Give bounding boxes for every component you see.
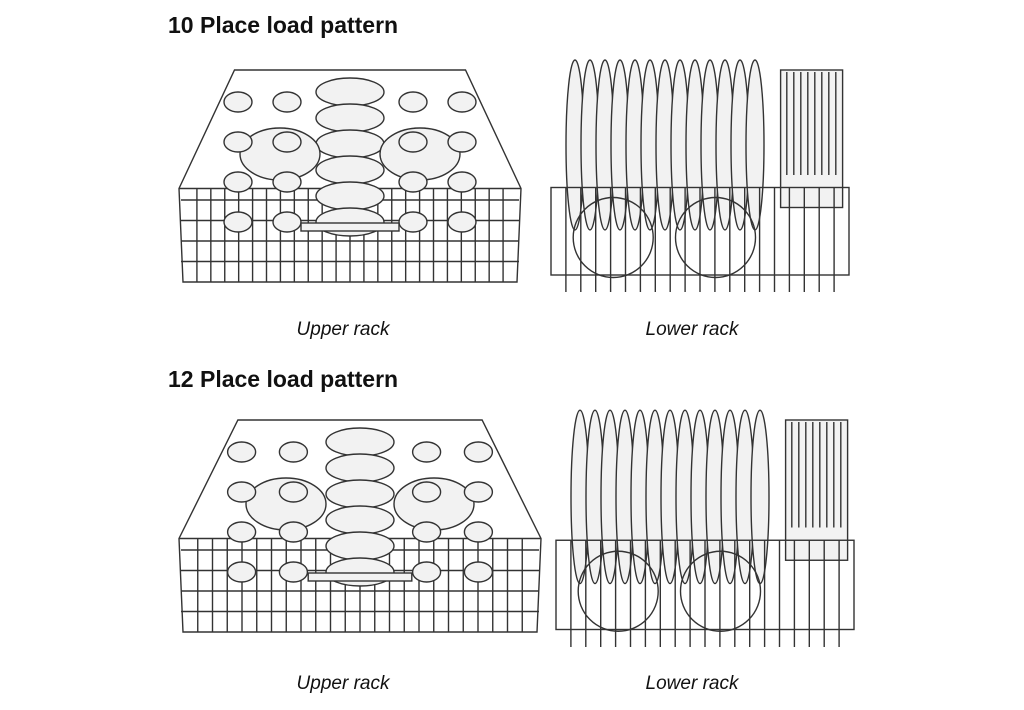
cup bbox=[463, 521, 494, 543]
bowl bbox=[315, 77, 385, 107]
bowl bbox=[325, 479, 395, 509]
cup bbox=[411, 481, 442, 503]
cup bbox=[398, 211, 428, 233]
rack-loop bbox=[674, 196, 757, 279]
cup bbox=[278, 481, 309, 503]
cup bbox=[447, 171, 477, 193]
cup bbox=[398, 131, 428, 153]
cup bbox=[223, 91, 253, 113]
lower-rack-caption-10: Lower rack bbox=[645, 319, 739, 340]
cup bbox=[411, 561, 442, 583]
cup bbox=[463, 561, 494, 583]
upper-rack-caption-10: Upper rack bbox=[296, 319, 390, 340]
bowl bbox=[325, 427, 395, 457]
cup bbox=[226, 481, 257, 503]
cup bbox=[463, 481, 494, 503]
rack-loop bbox=[577, 550, 659, 632]
cup bbox=[411, 521, 442, 543]
section-title-12-place: 12 Place load pattern bbox=[168, 366, 399, 392]
cup bbox=[398, 171, 428, 193]
cup bbox=[447, 91, 477, 113]
rack-loop bbox=[679, 550, 762, 632]
rack-handle bbox=[307, 572, 413, 582]
bowl bbox=[325, 531, 395, 561]
cutlery-basket bbox=[784, 419, 849, 561]
plate bbox=[750, 409, 770, 585]
cup bbox=[272, 91, 302, 113]
rack-handle bbox=[300, 222, 400, 232]
cup bbox=[223, 171, 253, 193]
cup bbox=[223, 131, 253, 153]
cup bbox=[226, 441, 257, 463]
cup bbox=[278, 441, 309, 463]
cup bbox=[398, 91, 428, 113]
cup bbox=[447, 211, 477, 233]
upper-rack-10-illustration bbox=[178, 69, 522, 283]
cup bbox=[226, 561, 257, 583]
bowl bbox=[315, 129, 385, 159]
lower-rack-caption-12: Lower rack bbox=[645, 673, 739, 694]
upper-rack-12-illustration bbox=[178, 419, 542, 633]
bowl bbox=[325, 557, 395, 587]
bowl bbox=[315, 103, 385, 133]
rack-loop bbox=[572, 196, 654, 279]
bowl bbox=[325, 453, 395, 483]
bowl bbox=[325, 505, 395, 535]
cup bbox=[278, 561, 309, 583]
cup bbox=[463, 441, 494, 463]
cup bbox=[272, 171, 302, 193]
lower-rack-10-illustration bbox=[550, 59, 850, 292]
cup bbox=[447, 131, 477, 153]
cup bbox=[278, 521, 309, 543]
bowl bbox=[315, 155, 385, 185]
cup bbox=[226, 521, 257, 543]
cup bbox=[272, 131, 302, 153]
cutlery-basket bbox=[779, 69, 844, 209]
cup bbox=[272, 211, 302, 233]
plate bbox=[745, 59, 765, 231]
upper-rack-caption-12: Upper rack bbox=[296, 673, 390, 694]
lower-rack-12-illustration bbox=[555, 409, 855, 647]
bowl bbox=[315, 207, 385, 237]
cup bbox=[223, 211, 253, 233]
section-title-10-place: 10 Place load pattern bbox=[168, 12, 399, 38]
cup bbox=[411, 441, 442, 463]
bowl bbox=[315, 181, 385, 211]
